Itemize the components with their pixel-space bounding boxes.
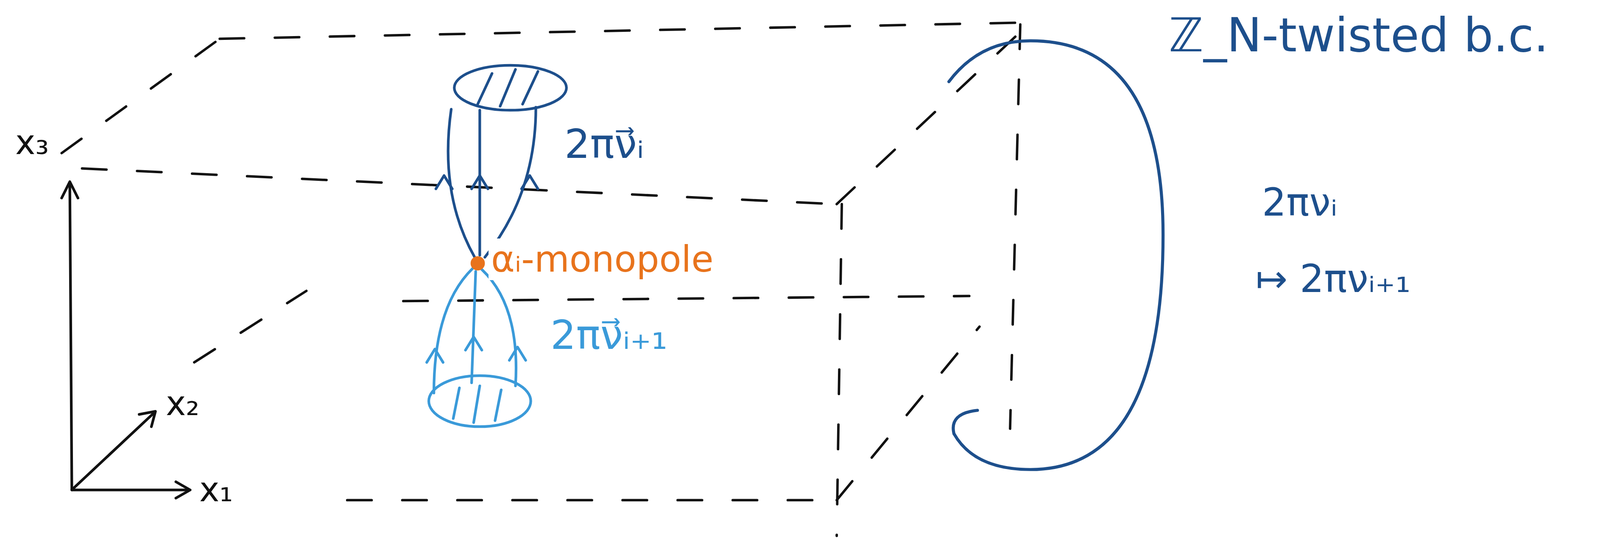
lower-flux	[426, 268, 531, 427]
axes	[61, 181, 190, 498]
boundary-label: ℤ_N-twisted b.c.	[1166, 8, 1552, 63]
axis-label: x₂	[163, 383, 202, 423]
flux-label: 2πν⃗ᵢ	[561, 120, 647, 168]
map-label: 2πνᵢ	[1259, 180, 1341, 225]
dashed-box	[61, 22, 1031, 536]
axis-label: x₁	[196, 469, 236, 509]
upper-flux	[435, 65, 567, 257]
monopole-dot	[471, 256, 484, 270]
map-label: ↦ 2πνᵢ₊₁	[1253, 256, 1413, 301]
monopole-label: αᵢ-monopole	[488, 238, 716, 280]
flux-label: 2πν⃗ᵢ₊₁	[547, 311, 671, 358]
axis-label: x₃	[12, 122, 52, 162]
twist-loop	[949, 40, 1164, 470]
